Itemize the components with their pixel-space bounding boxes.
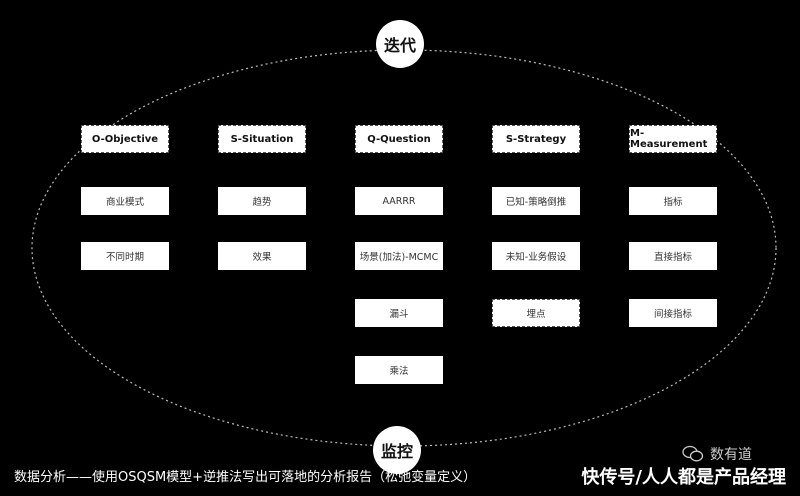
header-label: O-Objective	[91, 133, 159, 145]
item-label: 乘法	[389, 366, 409, 377]
monitor-node: 监控	[373, 426, 421, 474]
item-question-3: 漏斗	[355, 299, 443, 327]
item-measurement-3: 间接指标	[629, 299, 717, 327]
item-question-1: AARRR	[355, 187, 443, 215]
item-measurement-2: 直接指标	[629, 242, 717, 270]
item-situation-1: 趋势	[218, 187, 306, 215]
item-label: 未知-业务假设	[505, 252, 567, 263]
item-label: 指标	[663, 197, 683, 208]
watermark-text: 数有道	[710, 447, 752, 463]
item-label: 商业模式	[105, 197, 144, 208]
monitor-label: 监控	[380, 442, 413, 461]
item-label: 效果	[252, 252, 272, 263]
iterate-label: 迭代	[383, 36, 416, 55]
item-label: 直接指标	[653, 252, 692, 263]
item-label: 不同时期	[105, 252, 144, 263]
item-measurement-1: 指标	[629, 187, 717, 215]
item-question-2: 场景(加法)-MCMC	[355, 242, 443, 270]
item-question-4: 乘法	[355, 356, 443, 384]
header-label: S-Situation	[230, 133, 294, 145]
watermark: 数有道	[682, 444, 752, 464]
iterate-node: 迭代	[376, 20, 424, 68]
item-strategy-3: 埋点	[492, 299, 580, 327]
item-objective-2: 不同时期	[81, 242, 169, 270]
item-label: 间接指标	[653, 309, 692, 320]
item-strategy-1: 已知-策略倒推	[492, 187, 580, 215]
item-label: 漏斗	[389, 309, 409, 320]
header-measurement: M-Measurement	[629, 125, 717, 153]
iteration-ellipse	[31, 49, 777, 447]
item-label: 埋点	[526, 309, 546, 320]
header-objective: O-Objective	[81, 125, 169, 153]
item-objective-1: 商业模式	[81, 187, 169, 215]
header-situation: S-Situation	[218, 125, 306, 153]
brand: 快传号/人人都是产品经理	[581, 467, 786, 488]
caption: 数据分析——使用OSQSM模型+逆推法写出可落地的分析报告（松弛变量定义）	[14, 470, 477, 485]
header-strategy: S-Strategy	[492, 125, 580, 153]
header-question: Q-Question	[355, 125, 443, 153]
item-strategy-2: 未知-业务假设	[492, 242, 580, 270]
header-label: M-Measurement	[630, 128, 708, 150]
header-label: Q-Question	[367, 133, 431, 145]
item-situation-2: 效果	[218, 242, 306, 270]
wechat-icon	[682, 445, 704, 462]
item-label: 已知-策略倒推	[505, 197, 567, 208]
header-label: S-Strategy	[505, 133, 567, 145]
item-label: 趋势	[252, 197, 272, 208]
item-label: 场景(加法)-MCMC	[359, 252, 439, 263]
item-label: AARRR	[382, 195, 416, 207]
